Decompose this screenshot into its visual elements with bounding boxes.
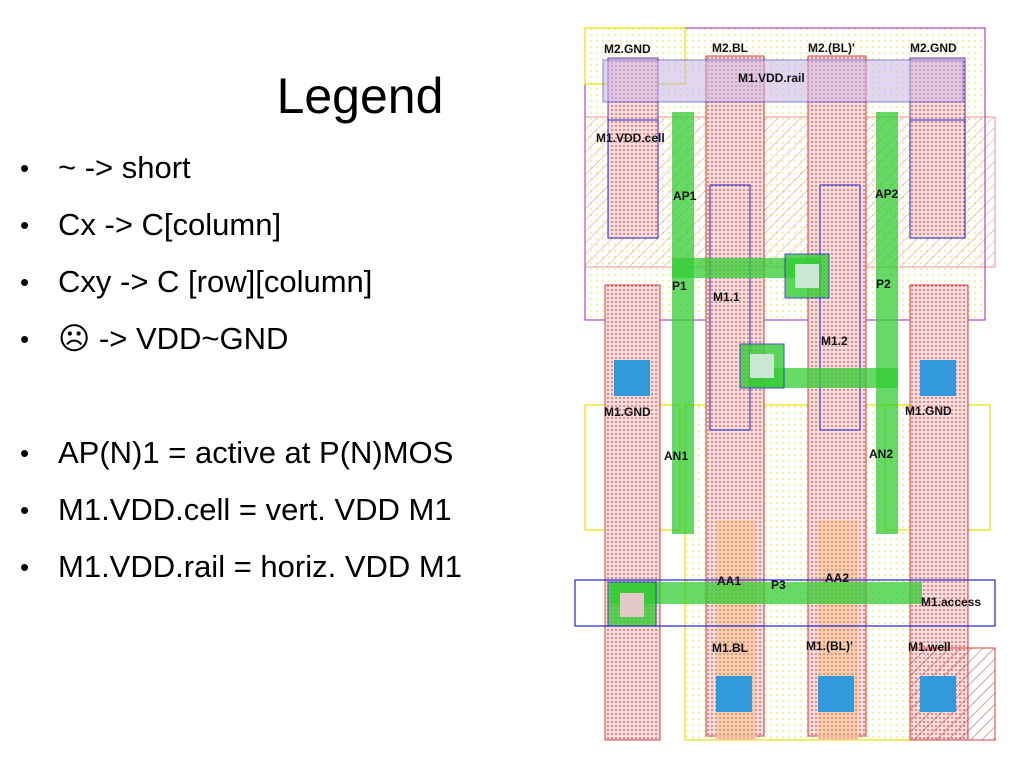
bullet-marker: • bbox=[20, 153, 30, 183]
m1-gnd-left-line bbox=[604, 284, 661, 741]
bullet-text: ~ -> short bbox=[58, 150, 191, 185]
poly-contact-2 bbox=[739, 343, 785, 389]
bullet-marker: • bbox=[20, 495, 30, 525]
label-an1: AN1 bbox=[664, 449, 688, 463]
poly-contact-3-inner bbox=[620, 593, 644, 617]
m1-vdd-rail bbox=[602, 59, 964, 103]
bullet-text: Cx -> C[column] bbox=[58, 207, 282, 242]
label-m1-2: M1.2 bbox=[821, 334, 848, 348]
label-p1: P1 bbox=[672, 279, 687, 293]
contact-gnd-left bbox=[614, 360, 650, 396]
label-m1-gnd-left: M1.GND bbox=[604, 405, 651, 419]
label-m1-access: M1.access bbox=[921, 595, 981, 609]
contact-bl-bar bbox=[818, 676, 854, 712]
contact-gnd-right bbox=[920, 360, 956, 396]
bullet-marker: • bbox=[20, 438, 30, 468]
label-ap1: AP1 bbox=[673, 189, 697, 203]
label-an2: AN2 bbox=[869, 447, 893, 461]
poly-contact-1-inner bbox=[795, 264, 819, 288]
poly-p1 bbox=[672, 112, 694, 534]
poly-p2 bbox=[876, 112, 898, 534]
slide-title: Legend bbox=[276, 68, 444, 124]
bullet-text: M1.VDD.rail = horiz. VDD M1 bbox=[58, 549, 462, 584]
bullet-text: ☹ -> VDD~GND bbox=[58, 321, 289, 356]
label-m1-gnd-right: M1.GND bbox=[905, 404, 952, 418]
bullet-marker: • bbox=[20, 267, 30, 297]
label-m2-gnd-left: M2.GND bbox=[604, 42, 651, 56]
m1-access-line bbox=[574, 579, 996, 627]
bullet-marker: • bbox=[20, 210, 30, 240]
ap2-drain bbox=[819, 184, 861, 431]
sram-cell-layout: M2.GND M2.BL M2.(BL)' M2.GND M1.VDD.rail… bbox=[574, 27, 996, 741]
label-p2: P2 bbox=[876, 277, 891, 291]
ap1-drain bbox=[709, 184, 751, 431]
label-ap2: AP2 bbox=[875, 187, 899, 201]
label-m2-bl-bar: M2.(BL)' bbox=[808, 41, 855, 55]
bullet-text: M1.VDD.cell = vert. VDD M1 bbox=[58, 492, 452, 527]
label-m1-well: M1.well bbox=[908, 640, 951, 654]
label-p3: P3 bbox=[771, 578, 786, 592]
label-m1-vdd-cell: M1.VDD.cell bbox=[596, 131, 665, 145]
m1-vdd-cell-right bbox=[909, 119, 966, 239]
label-m1-bl-bar: M1.(BL)' bbox=[806, 639, 853, 653]
bullet-text: Cxy -> C [row][column] bbox=[58, 264, 373, 299]
label-m2-gnd-right: M2.GND bbox=[910, 41, 957, 55]
contact-well bbox=[920, 676, 956, 712]
poly-contact-2-inner bbox=[750, 354, 774, 378]
bullet-marker: • bbox=[20, 552, 30, 582]
m1-vdd-cell-left bbox=[607, 119, 659, 239]
poly-p3 bbox=[610, 582, 922, 604]
label-m1-1: M1.1 bbox=[713, 290, 740, 304]
bullet-marker: • bbox=[20, 324, 30, 354]
label-m2-bl: M2.BL bbox=[712, 41, 748, 55]
bullet-text: AP(N)1 = active at P(N)MOS bbox=[58, 435, 454, 470]
poly-cross-2 bbox=[750, 368, 898, 388]
label-m1-vdd-rail: M1.VDD.rail bbox=[738, 71, 805, 85]
label-aa1: AA1 bbox=[717, 574, 741, 588]
contact-bl bbox=[716, 676, 752, 712]
label-aa2: AA2 bbox=[825, 571, 849, 585]
label-m1-bl: M1.BL bbox=[712, 641, 748, 655]
